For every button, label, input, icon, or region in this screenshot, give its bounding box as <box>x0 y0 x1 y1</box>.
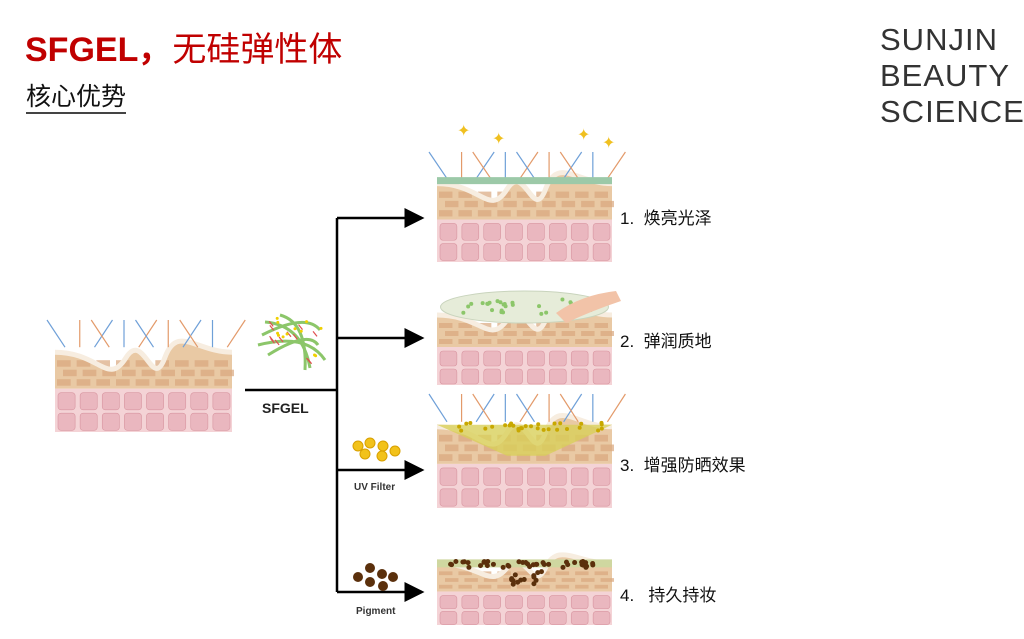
svg-text:✦: ✦ <box>602 135 615 152</box>
uv-filter-label: UV Filter <box>354 482 395 493</box>
svg-text:✦: ✦ <box>457 123 470 140</box>
benefit-1: 1. 焕亮光泽 <box>620 204 712 229</box>
skin-longwear-illustration <box>437 555 614 625</box>
skin-texture-illustration <box>437 291 621 385</box>
pigment-label: Pigment <box>356 606 395 617</box>
benefit-2: 2. 弹润质地 <box>620 327 712 352</box>
pigment-particles-icon <box>353 563 398 591</box>
uv-filter-particles-icon <box>353 438 400 461</box>
benefit-3: 3. 增强防晒效果 <box>620 451 746 476</box>
svg-text:✦: ✦ <box>492 131 505 148</box>
skin-before-illustration <box>47 320 245 432</box>
skin-sunscreen-illustration <box>429 394 625 508</box>
skin-shine-illustration: ✦ ✦ ✦ ✦ <box>429 123 625 262</box>
svg-text:✦: ✦ <box>577 127 590 144</box>
sfgel-network-icon <box>258 315 325 370</box>
benefit-4: 4. 持久持妆 <box>620 581 716 606</box>
sfgel-label: SFGEL <box>262 400 309 416</box>
